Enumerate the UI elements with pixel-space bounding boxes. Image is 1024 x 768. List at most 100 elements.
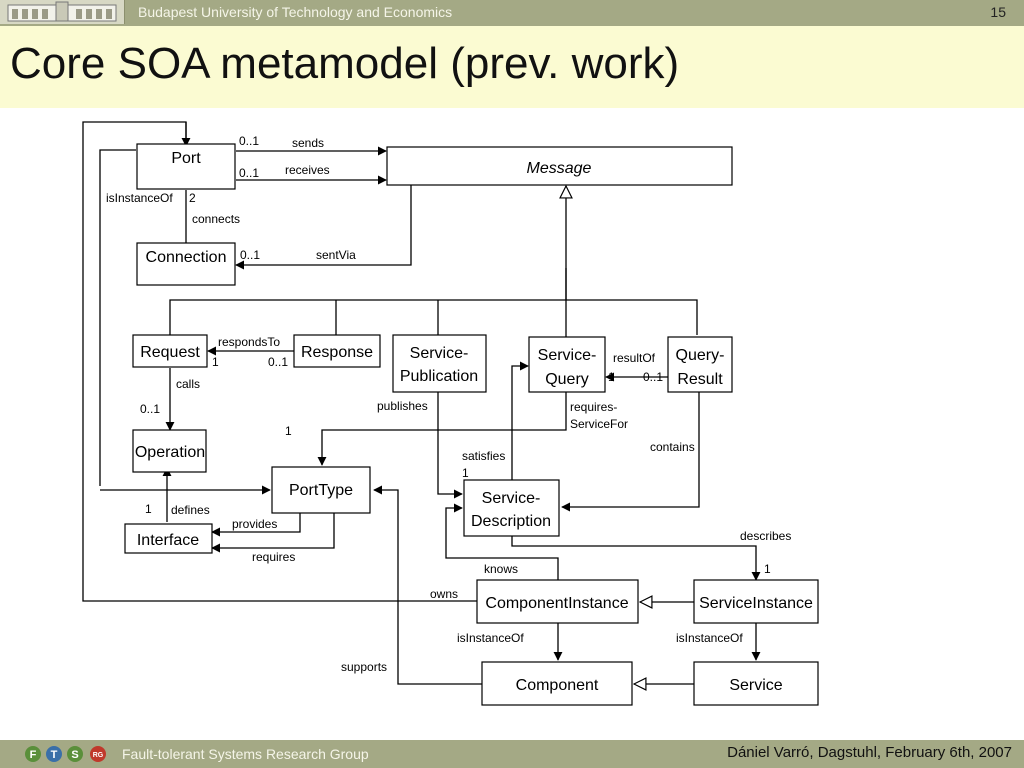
si-isinstanceof-label: isInstanceOf [676, 631, 743, 645]
supports-label: supports [341, 660, 387, 674]
respondsto-multiplicity: 0..1 [268, 355, 288, 369]
contains-association [561, 392, 700, 512]
requires-label: requires [252, 550, 295, 564]
logo-f-letter: F [30, 749, 37, 761]
message-name: Message [527, 160, 592, 177]
respondsto-one: 1 [212, 355, 219, 369]
component-instance-name: ComponentInstance [485, 595, 628, 612]
resultof-one: 1 [608, 370, 615, 384]
query-result-name-1: Query- [676, 347, 725, 364]
port-name: Port [171, 150, 201, 167]
service-query-class [528, 336, 606, 393]
component-instance-class [476, 579, 639, 624]
service-name: Service [729, 677, 782, 694]
interface-name: Interface [137, 532, 199, 549]
knows-label: knows [484, 562, 518, 576]
publishes-label: publishes [377, 399, 428, 413]
message-class [386, 146, 733, 186]
logo-rg-letters: RG [93, 752, 104, 759]
component-name: Component [516, 677, 599, 694]
logo-s-letter: S [71, 749, 78, 761]
slide-title: Core SOA metamodel (prev. work) [10, 39, 680, 88]
publishes-association [437, 392, 463, 499]
knows-association [445, 503, 559, 580]
generalization-bar [169, 299, 698, 335]
sends-label: sends [292, 136, 324, 150]
requires-association [211, 513, 335, 553]
service-query-name-2: Query [545, 371, 589, 388]
response-name: Response [301, 344, 373, 361]
porttype-name: PortType [289, 482, 353, 499]
service-query-name-1: Service- [538, 347, 597, 364]
service-instance-class [693, 579, 819, 624]
port-class [136, 143, 236, 190]
supports-association [373, 485, 482, 685]
ftsrg-logo: F T S RG [25, 746, 106, 762]
logo-t-letter: T [51, 749, 58, 761]
contains-label: contains [650, 440, 695, 454]
logo-f-circle [25, 746, 41, 762]
sentvia-label: sentVia [316, 248, 356, 262]
service-publication-name-2: Publication [400, 368, 478, 385]
university-building-icon [7, 1, 117, 22]
sentvia-association [235, 185, 412, 270]
footer-group: Fault-tolerant Systems Research Group [122, 746, 369, 762]
response-class [293, 334, 381, 368]
service-description-name-2: Description [471, 513, 551, 530]
service-publication-class [392, 334, 487, 393]
satisfies-one: 1 [462, 466, 469, 480]
slide-number: 15 [990, 4, 1006, 20]
service-description-class [463, 479, 560, 537]
university-logo [0, 0, 125, 24]
query-result-name-2: Result [677, 371, 723, 388]
receives-multiplicity: 0..1 [239, 166, 259, 180]
connection-class [136, 242, 236, 286]
resultof-multiplicity: 0..1 [643, 370, 663, 384]
requires-servicefor-label-2: ServiceFor [570, 417, 628, 431]
service-description-name-1: Service- [482, 490, 541, 507]
component-class [481, 661, 633, 706]
calls-label: calls [176, 377, 200, 391]
operation-class [132, 429, 207, 473]
defines-label: defines [171, 503, 210, 517]
provides-label: provides [232, 517, 277, 531]
port-isinstanceof-label: isInstanceOf [106, 191, 173, 205]
footer-bar [0, 740, 1024, 768]
connection-name: Connection [146, 249, 227, 266]
calls-multiplicity: 0..1 [140, 402, 160, 416]
describes-one: 1 [764, 562, 771, 576]
porttype-one: 1 [285, 424, 292, 438]
logo-s-circle [67, 746, 83, 762]
query-result-class [667, 336, 733, 393]
requires-servicefor-label-1: requires- [570, 400, 617, 414]
resultof-label: resultOf [613, 351, 656, 365]
title-band [0, 26, 1024, 108]
receives-label: receives [285, 163, 330, 177]
describes-label: describes [740, 529, 791, 543]
logo-t-circle [46, 746, 62, 762]
request-name: Request [140, 344, 200, 361]
interface-class [124, 523, 213, 554]
connects-label: connects [192, 212, 240, 226]
satisfies-label: satisfies [462, 449, 505, 463]
header-institution: Budapest University of Technology and Ec… [138, 4, 453, 20]
provides-association [211, 513, 301, 537]
logo-rg-circle [90, 746, 106, 762]
operation-name: Operation [135, 444, 205, 461]
defines-one: 1 [145, 502, 152, 516]
respondsto-label: respondsTo [218, 335, 280, 349]
ci-isinstanceof-label: isInstanceOf [457, 631, 524, 645]
owns-label: owns [430, 587, 458, 601]
service-publication-name-1: Service- [410, 345, 469, 362]
service-instance-name: ServiceInstance [699, 595, 813, 612]
header-bar [0, 0, 1024, 26]
request-class [132, 334, 208, 368]
connects-multiplicity: 2 [189, 191, 196, 205]
sentvia-multiplicity: 0..1 [240, 248, 260, 262]
satisfies-association [511, 361, 529, 480]
requiresservicefor-association [317, 392, 567, 466]
service-class [693, 661, 819, 706]
soa-metamodel-diagram: Port Message Connection Request Response… [82, 121, 819, 706]
footer-credit: Dániel Varró, Dagstuhl, February 6th, 20… [727, 744, 1012, 761]
describes-association [511, 536, 761, 581]
